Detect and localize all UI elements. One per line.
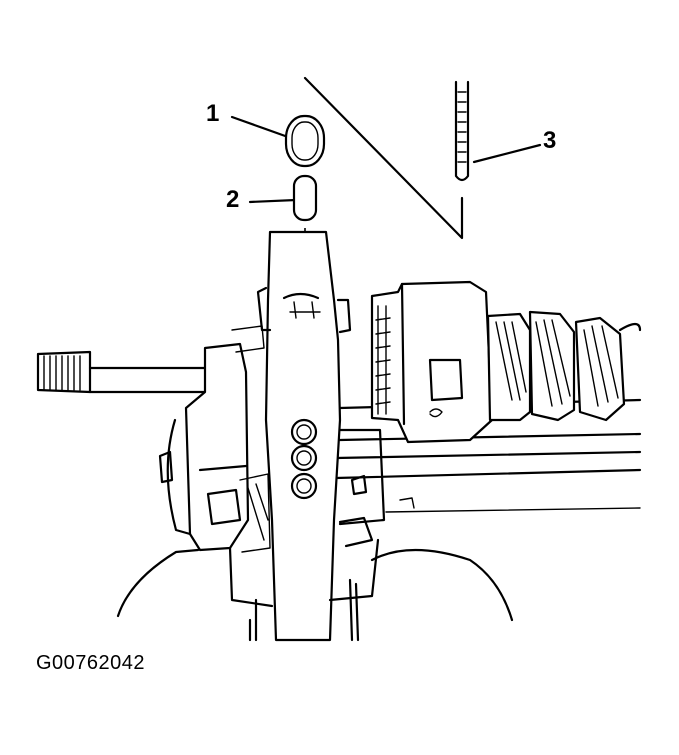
leader-line-2 xyxy=(248,198,298,204)
shift-fork-plate xyxy=(256,230,386,642)
leader-line-1 xyxy=(230,115,290,139)
large-roll-pin xyxy=(284,114,326,168)
figure-id: G00762042 xyxy=(36,652,146,674)
leader-line-3 xyxy=(472,143,542,164)
front-housing xyxy=(158,325,271,553)
punch-tool xyxy=(454,80,470,182)
input-shaft xyxy=(36,350,207,394)
callout-2: 2 xyxy=(226,186,240,213)
callout-3: 3 xyxy=(543,127,557,154)
small-roll-pin xyxy=(292,174,318,222)
motion-arrow-line xyxy=(303,76,464,240)
main-shaft xyxy=(334,280,642,480)
callout-1: 1 xyxy=(206,100,220,127)
transmission-case xyxy=(116,497,641,642)
